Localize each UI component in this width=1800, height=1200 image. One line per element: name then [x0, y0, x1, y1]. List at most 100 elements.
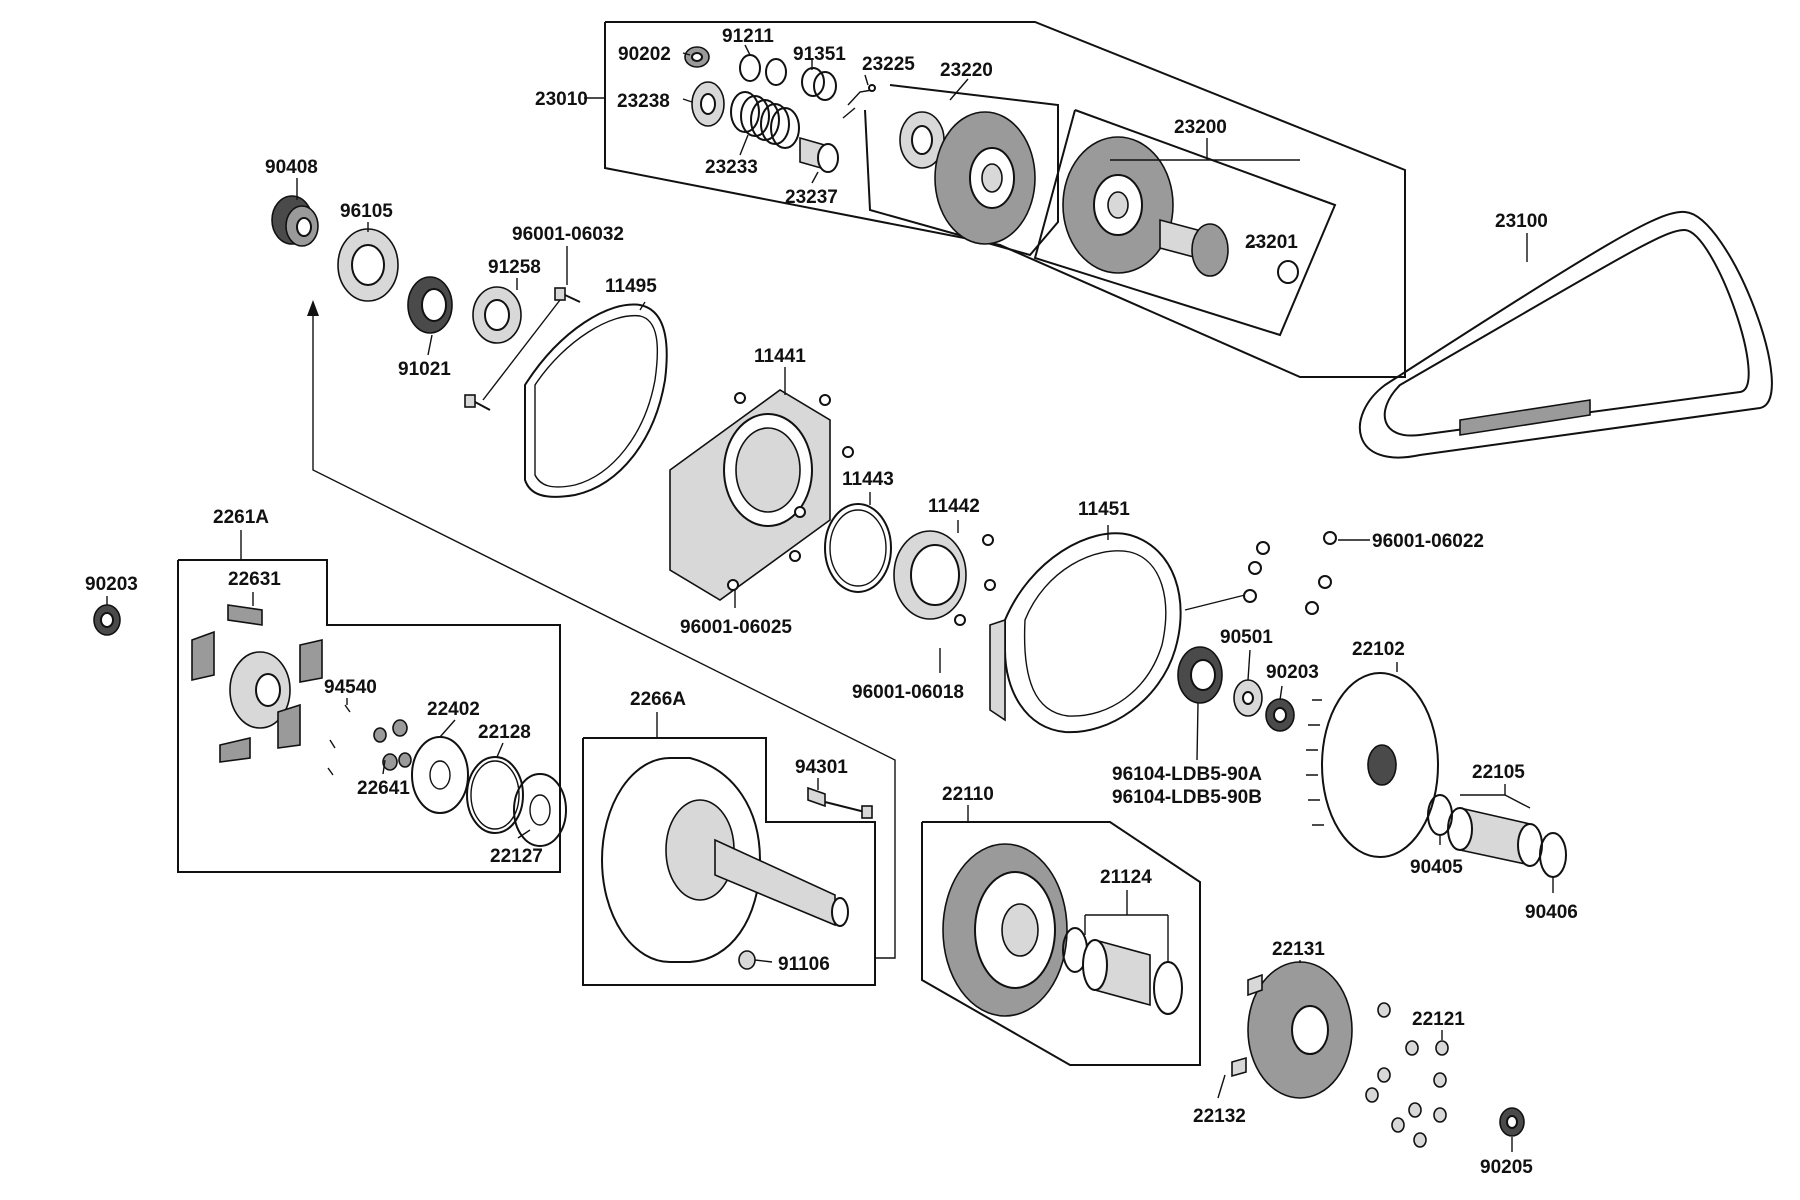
part-23200-sheave-drawing — [1062, 136, 1174, 274]
label-2266A: 2266A — [630, 689, 686, 710]
part-90205-drawing — [1499, 1107, 1525, 1137]
label-90203-left: 90203 — [85, 574, 138, 595]
label-22132: 22132 — [1193, 1106, 1246, 1127]
label-22102: 22102 — [1352, 639, 1405, 660]
part-91351-drawing — [801, 67, 837, 101]
part-22105-sleeve-drawing — [1447, 806, 1543, 867]
label-96104-ldb5-90a: 96104-LDB5-90A — [1112, 764, 1262, 785]
group-box-22110 — [921, 821, 1201, 1066]
part-94540-drawing — [327, 704, 351, 776]
label-22402: 22402 — [427, 699, 480, 720]
part-22402-plate-drawing — [411, 736, 469, 814]
part-90405-drawing — [1427, 794, 1453, 836]
part-22127-drawing — [513, 773, 567, 847]
label-90405: 90405 — [1410, 857, 1463, 878]
group-box-23010 — [604, 21, 1406, 378]
label-22105: 22105 — [1472, 762, 1525, 783]
label-91351: 91351 — [793, 44, 846, 65]
label-23200: 23200 — [1174, 117, 1227, 138]
part-22110-drawing — [942, 843, 1068, 1017]
label-23201: 23201 — [1245, 232, 1298, 253]
label-90408: 90408 — [265, 157, 318, 178]
assembly-arrow — [307, 300, 896, 959]
group-box-23220 — [864, 84, 1059, 257]
label-96001-06018: 96001-06018 — [852, 682, 964, 703]
part-91258-drawing — [472, 286, 522, 344]
label-90205: 90205 — [1480, 1157, 1533, 1178]
part-90202-drawing — [684, 46, 710, 68]
part-11495-gasket-drawing — [524, 303, 668, 498]
label-94301: 94301 — [795, 757, 848, 778]
label-94540: 94540 — [324, 677, 377, 698]
label-96001-06025: 96001-06025 — [680, 617, 792, 638]
label-22131: 22131 — [1272, 939, 1325, 960]
label-90202: 90202 — [618, 44, 671, 65]
label-11442: 11442 — [928, 496, 980, 517]
label-23225: 23225 — [862, 54, 915, 75]
label-23237: 23237 — [785, 187, 838, 208]
part-91106-drawing — [738, 950, 756, 970]
label-22641: 22641 — [357, 778, 410, 799]
label-22121: 22121 — [1412, 1009, 1465, 1030]
label-11441: 11441 — [754, 346, 806, 367]
label-11443: 11443 — [842, 469, 894, 490]
part-91211-drawing — [739, 54, 787, 86]
label-96104-ldb5-90b: 96104-LDB5-90B — [1112, 787, 1262, 808]
label-91258: 91258 — [488, 257, 541, 278]
label-96105: 96105 — [340, 201, 393, 222]
group-box-2266A — [582, 737, 876, 986]
part-23225-drawing — [842, 84, 876, 119]
part-96104-bearing-drawing — [1177, 646, 1223, 704]
part-23220-sheave-drawing — [899, 111, 1036, 245]
part-96001-06022-bolts-drawing — [1184, 531, 1337, 615]
label-23220: 23220 — [940, 60, 993, 81]
part-21124-drawing — [1062, 927, 1183, 1015]
part-22131-drawing — [1231, 961, 1353, 1099]
part-11443-drawing — [824, 503, 892, 593]
label-21124: 21124 — [1100, 867, 1152, 888]
label-22127: 22127 — [490, 846, 543, 867]
part-90203-nut-left-drawing — [93, 604, 121, 636]
label-96001-06032: 96001-06032 — [512, 224, 624, 245]
part-11441-drawing — [669, 389, 854, 601]
part-22121-rollers-drawing — [1365, 1002, 1449, 1148]
part-23100-belt-drawing — [1358, 210, 1773, 459]
label-90203-right: 90203 — [1266, 662, 1319, 683]
part-90406-drawing — [1539, 832, 1567, 878]
part-90501-drawing — [1233, 679, 1263, 717]
part-2266A-drum-drawing — [601, 757, 849, 963]
part-23238-drawing — [691, 81, 725, 127]
label-22110: 22110 — [942, 784, 994, 805]
label-91106: 91106 — [778, 954, 830, 975]
part-90408-drawing — [271, 195, 319, 247]
label-96001-06022: 96001-06022 — [1372, 531, 1484, 552]
part-22631-clutch-hub-drawing — [191, 604, 323, 763]
part-22128-drawing — [466, 756, 524, 834]
group-box-2261A — [177, 559, 561, 873]
part-23201-drawing — [1159, 218, 1299, 284]
label-22631: 22631 — [228, 569, 281, 590]
label-11451: 11451 — [1078, 499, 1130, 520]
part-23233-spring-drawing — [730, 91, 800, 149]
label-91211: 91211 — [722, 26, 774, 47]
part-96105-drawing — [337, 228, 399, 302]
part-22641-drawing — [373, 719, 412, 771]
label-23233: 23233 — [705, 157, 758, 178]
label-90501: 90501 — [1220, 627, 1273, 648]
part-11451-drawing — [989, 532, 1182, 734]
group-box-23200 — [1033, 109, 1337, 337]
label-11495: 11495 — [605, 276, 657, 297]
label-90406: 90406 — [1525, 902, 1578, 923]
part-96001-06032-bolts-drawing — [464, 287, 581, 411]
label-23100: 23100 — [1495, 211, 1548, 232]
part-90203-nut-right-drawing — [1265, 698, 1295, 732]
label-23238: 23238 — [617, 91, 670, 112]
part-23237-drawing — [799, 136, 839, 173]
label-2261A: 2261A — [213, 507, 269, 528]
label-22128: 22128 — [478, 722, 531, 743]
label-91021: 91021 — [398, 359, 451, 380]
part-labels: 23010 90202 91211 91351 23225 23220 2323… — [85, 26, 1578, 1178]
leader-lines — [106, 44, 1554, 1152]
label-23010: 23010 — [535, 89, 588, 110]
